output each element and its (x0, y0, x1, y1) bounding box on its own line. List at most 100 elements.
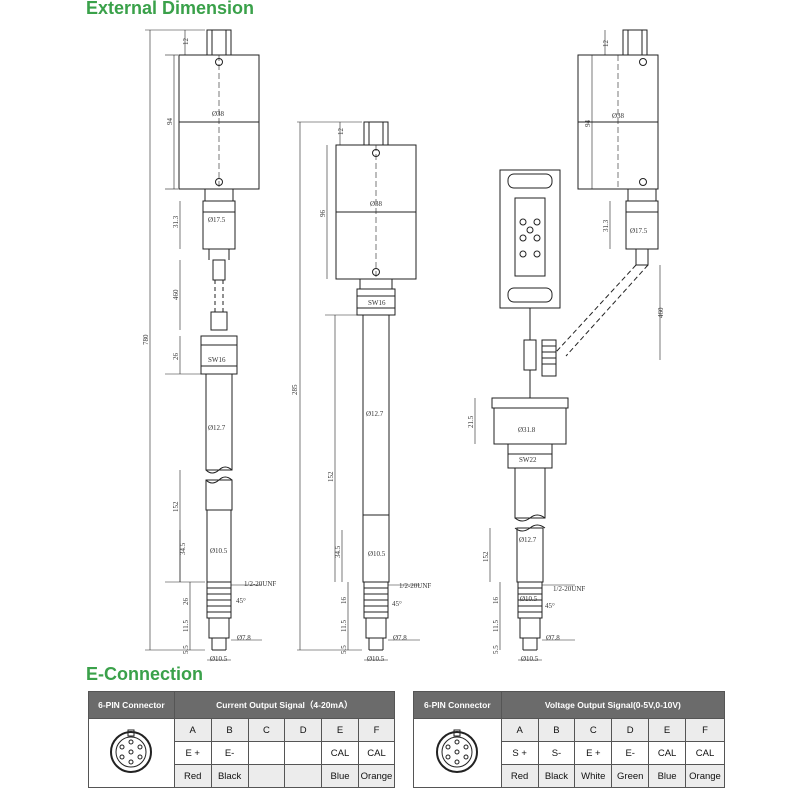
sensor-middle-rigid (297, 121, 420, 661)
pin-label: B (210, 718, 249, 742)
pin-label: B (537, 718, 576, 742)
dim-label: 45° (392, 600, 402, 608)
signal-header: Voltage Output Signal(0-5V,0-10V) (500, 691, 726, 719)
wire-color: Orange (357, 764, 396, 788)
dim-label: 152 (482, 551, 490, 562)
pin-label: D (611, 718, 650, 742)
current-output-table: 6-PIN Connector Current Output Signal（4-… (88, 691, 396, 788)
pin-label: D (284, 718, 323, 742)
dim-label: 34.5 (179, 542, 187, 555)
dim-label: 1/2-20UNF (244, 580, 276, 588)
e-connection-title: E-Connection (86, 664, 203, 684)
dim-label: Ø38 (212, 110, 225, 118)
dim-label: 5.5 (492, 645, 500, 654)
dim-label: 45° (236, 597, 246, 605)
pin-signal: E- (210, 741, 249, 765)
dim-label: Ø10.5 (210, 655, 228, 663)
dim-label: 26 (182, 598, 190, 606)
six-pin-connector-icon (413, 718, 502, 788)
dim-label: 12 (602, 40, 610, 48)
dim-label: Ø31.8 (518, 426, 536, 434)
wire-color: Black (537, 764, 576, 788)
dim-label: SW16 (208, 356, 226, 364)
pin-label: F (357, 718, 396, 742)
dim-label: 5.5 (340, 645, 348, 654)
wire-color: Blue (648, 764, 686, 788)
sensor-dimension-drawing: 12 94 Ø38 31.3 Ø17.5 460 780 26 SW16 Ø12… (142, 29, 665, 663)
pin-signal: E- (611, 741, 650, 765)
pin-signal: E + (574, 741, 613, 765)
pin-label: E (321, 718, 359, 742)
dim-label: Ø10.5 (520, 595, 538, 603)
dim-label: SW16 (368, 299, 386, 307)
dim-label: Ø17.5 (208, 216, 226, 224)
six-pin-connector-icon (88, 718, 175, 788)
dim-label: 11.5 (182, 620, 190, 632)
signal-header: Current Output Signal（4-20mA） (173, 691, 396, 719)
wire-color (247, 764, 286, 788)
dim-label: 460 (172, 289, 180, 300)
dim-label: 11.5 (340, 620, 348, 632)
pin-signal (247, 741, 286, 765)
dim-label: 16 (340, 597, 348, 605)
pin-label: A (500, 718, 539, 742)
pin-signal: E + (173, 741, 212, 765)
pin-signal: CAL (648, 741, 686, 765)
dim-label: 780 (142, 334, 150, 345)
dim-label: 21.5 (467, 415, 475, 428)
dim-label: 12 (182, 38, 190, 46)
dim-label: Ø12.7 (208, 424, 226, 432)
dim-label: 11.5 (492, 620, 500, 632)
connector-header: 6-PIN Connector (413, 691, 502, 719)
connector-header: 6-PIN Connector (88, 691, 175, 719)
pin-signal: S- (537, 741, 576, 765)
dim-label: Ø7.8 (237, 634, 251, 642)
dim-label: 285 (291, 384, 299, 395)
wire-color: White (574, 764, 613, 788)
dim-label: Ø10.5 (368, 550, 386, 558)
dim-label: Ø10.5 (367, 655, 385, 663)
dim-label: 31.3 (602, 219, 610, 232)
dim-label: Ø7.8 (546, 634, 560, 642)
pin-label: C (247, 718, 286, 742)
dim-label: 34.5 (334, 545, 342, 558)
dim-label: Ø12.7 (519, 536, 537, 544)
dim-label: Ø38 (612, 112, 625, 120)
pin-signal: CAL (685, 741, 725, 765)
wire-color: Red (500, 764, 539, 788)
dim-label: 5.5 (182, 645, 190, 654)
wire-color: Red (173, 764, 212, 788)
wire-color: Orange (685, 764, 725, 788)
dim-label: 96 (319, 210, 327, 218)
pin-signal: CAL (357, 741, 396, 765)
sensor-left-flexible (145, 29, 262, 661)
dim-label: Ø38 (370, 200, 383, 208)
pin-label: A (173, 718, 212, 742)
dim-label: Ø10.5 (521, 655, 539, 663)
sensor-right-split (474, 29, 661, 661)
dim-label: 26 (172, 353, 180, 361)
dim-label: 31.3 (172, 215, 180, 228)
dim-label: 12 (337, 128, 345, 136)
dim-label: Ø10.5 (210, 547, 228, 555)
voltage-output-table: 6-PIN Connector Voltage Output Signal(0-… (413, 691, 726, 788)
wire-color: Green (611, 764, 650, 788)
dim-label: SW22 (519, 456, 537, 464)
dim-label: 94 (166, 118, 174, 126)
dim-label: 1/2-20UNF (553, 585, 585, 593)
pin-signal: CAL (321, 741, 359, 765)
wire-color: Black (210, 764, 249, 788)
dim-label: 94 (584, 120, 592, 128)
dim-label: Ø17.5 (630, 227, 648, 235)
dim-label: 152 (327, 471, 335, 482)
wire-color: Blue (321, 764, 359, 788)
dim-label: Ø7.8 (393, 634, 407, 642)
dim-label: 460 (657, 307, 665, 318)
pin-signal: S + (500, 741, 539, 765)
pin-label: C (574, 718, 613, 742)
pin-label: E (648, 718, 686, 742)
dim-label: 45° (545, 602, 555, 610)
external-dimension-title: External Dimension (86, 0, 255, 18)
dim-label: 1/2-20UNF (399, 582, 431, 590)
pin-label: F (685, 718, 725, 742)
